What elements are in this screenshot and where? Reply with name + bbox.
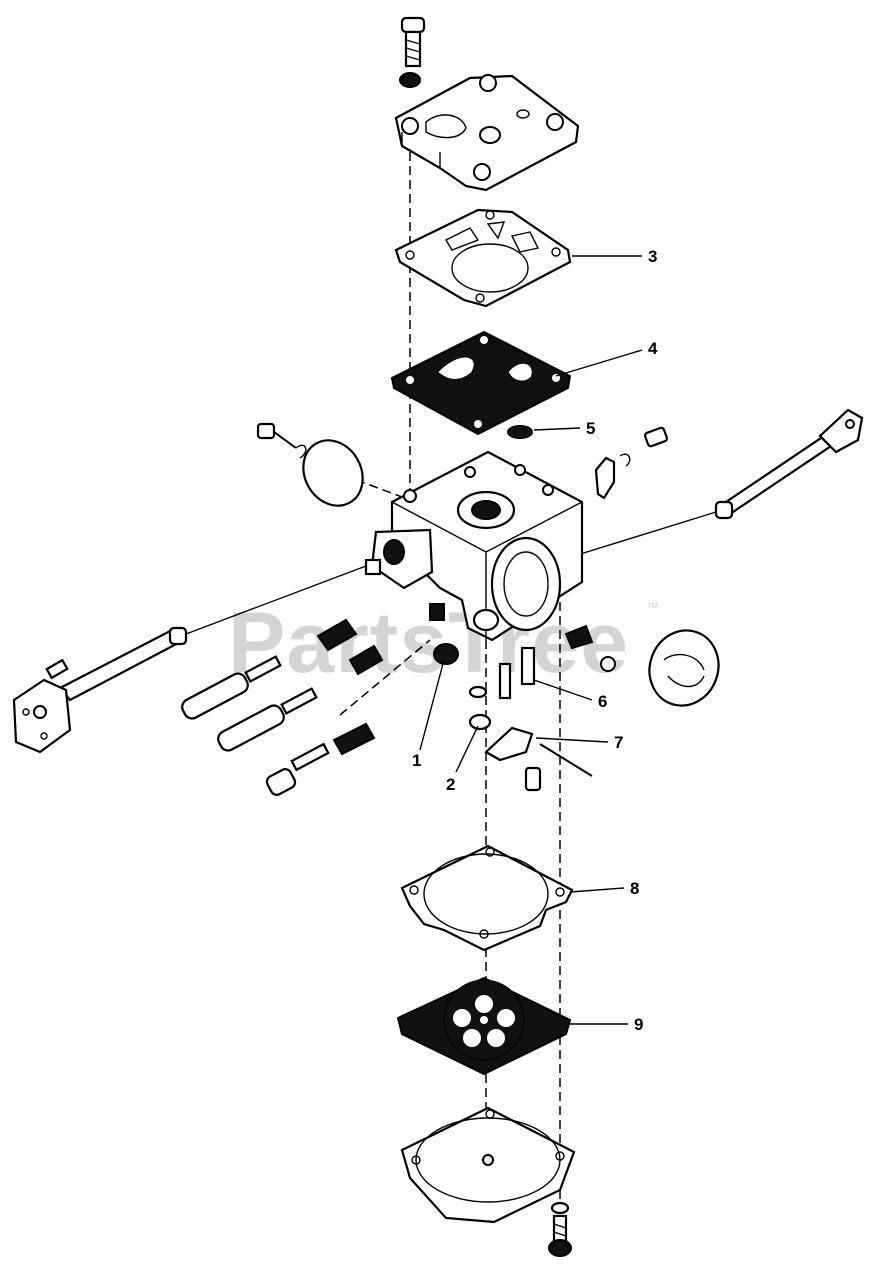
needle-high	[181, 618, 358, 720]
pump-gasket-3	[394, 208, 572, 308]
callout-5: 5	[586, 419, 595, 438]
small-parts	[468, 624, 616, 792]
callout-3: 3	[648, 247, 657, 266]
callout-labels: 1 2 3 4 5 6 7 8 9	[412, 247, 658, 1034]
choke-plate-left	[256, 422, 364, 507]
metering-cover	[400, 1106, 576, 1224]
watermark-text: PartsTree	[228, 595, 629, 691]
adjusting-needles	[181, 618, 384, 796]
watermark-trademark: ™	[646, 600, 659, 615]
idle-screw	[265, 722, 376, 796]
throttle-lever-right	[594, 426, 669, 500]
callout-9: 9	[634, 1015, 643, 1034]
carburetor-body	[364, 450, 584, 665]
callout-1: 1	[412, 751, 421, 770]
metering-gasket-8	[400, 844, 574, 952]
inlet-screen-5	[507, 425, 533, 439]
leader-lines	[419, 255, 643, 1025]
callout-2: 2	[446, 775, 455, 794]
watermark: PartsTree ™	[228, 595, 659, 691]
top-cover-screw	[399, 16, 426, 88]
pump-diaphragm-4	[390, 330, 572, 436]
callout-6: 6	[598, 692, 607, 711]
choke-shaft	[12, 565, 367, 754]
bottom-cover-screw	[548, 1201, 572, 1257]
callout-4: 4	[648, 339, 658, 358]
needle-low	[217, 644, 384, 752]
metering-diaphragm-9	[396, 976, 572, 1076]
callout-8: 8	[630, 879, 639, 898]
pump-cover	[394, 74, 580, 192]
callout-7: 7	[614, 733, 623, 752]
throttle-shaft	[573, 408, 864, 557]
throttle-plate-right	[648, 629, 720, 707]
